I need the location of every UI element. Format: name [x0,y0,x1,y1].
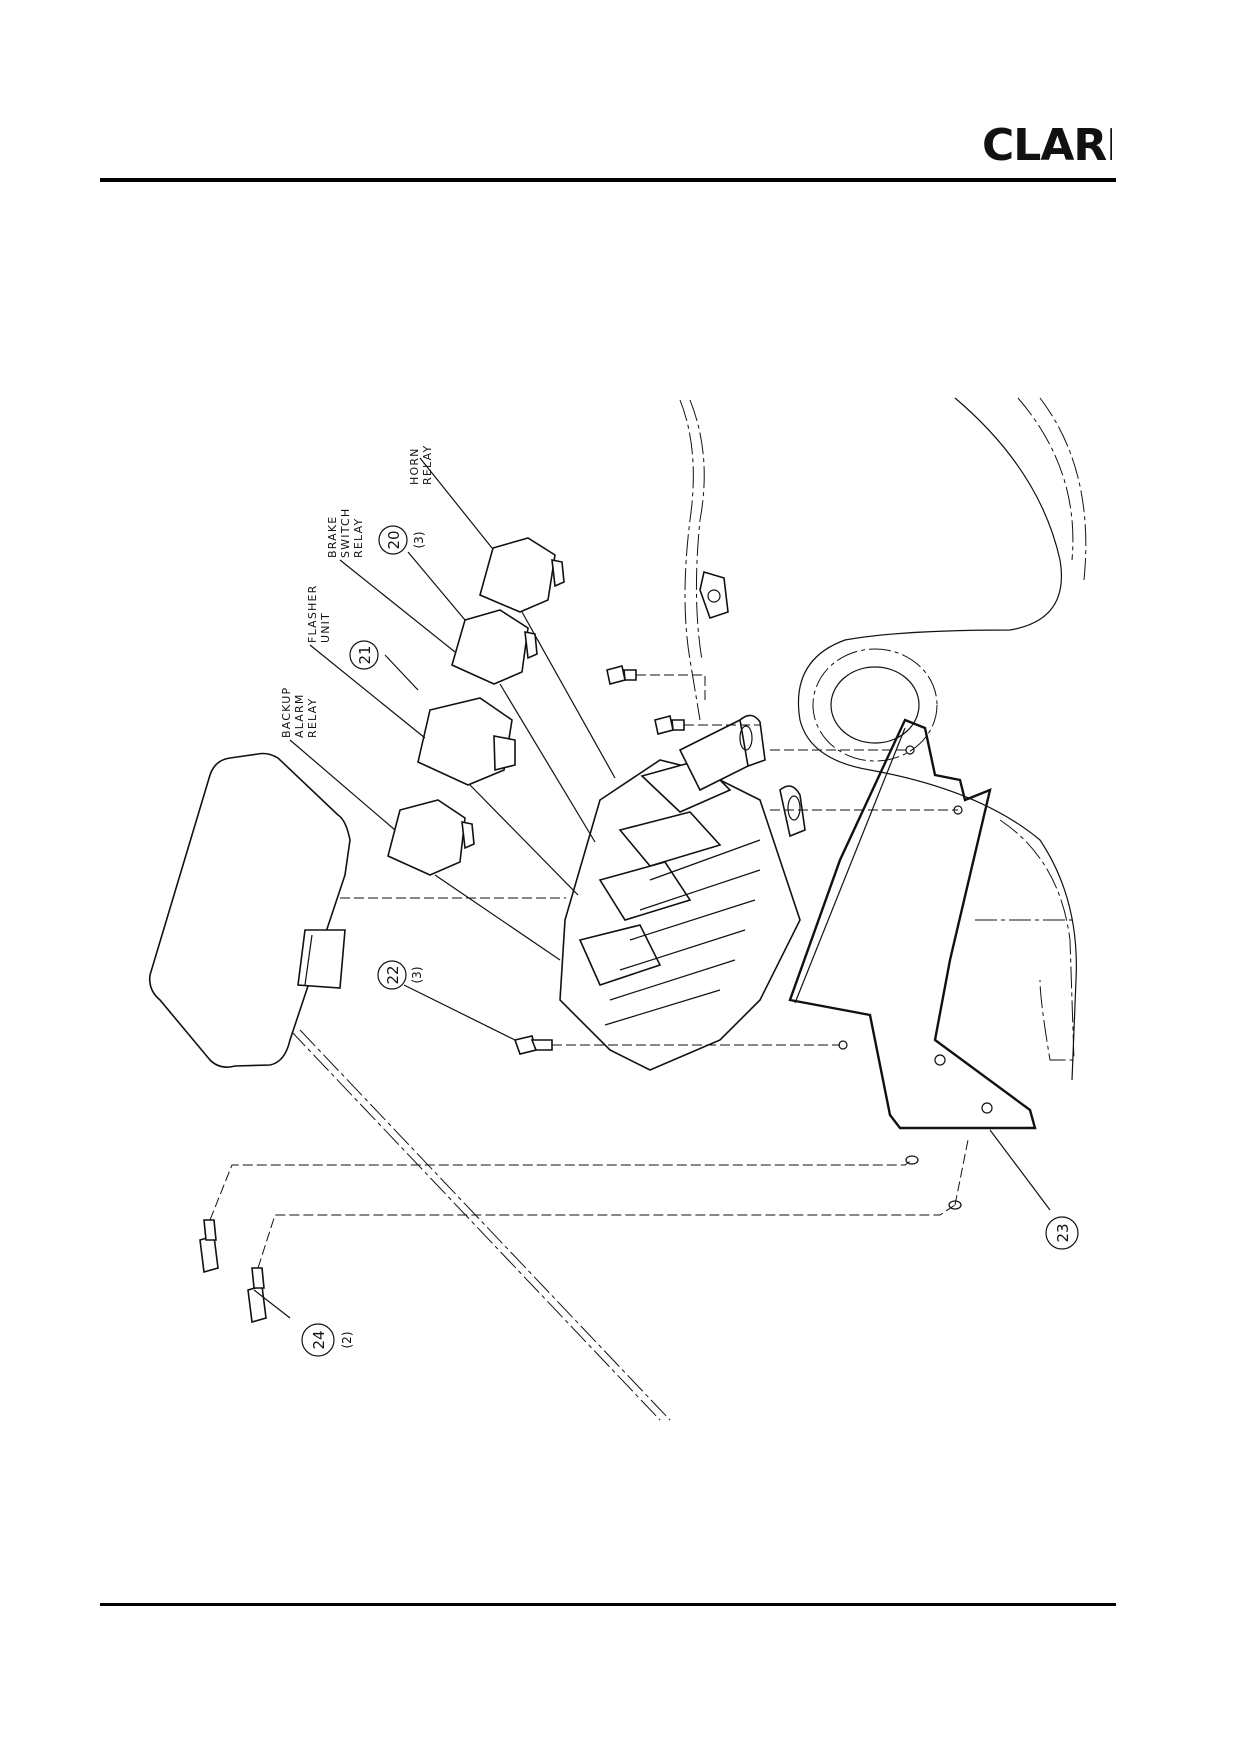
flasher-unit [417,697,516,786]
screw-24-a [199,1219,219,1274]
svg-text:BACKUP: BACKUP [280,687,293,738]
svg-text:FLASHER: FLASHER [306,585,319,643]
label-backup-alarm-relay: BACKUP ALARM RELAY [280,687,319,738]
svg-text:CLARK: CLARK [982,120,1112,168]
svg-text:(3): (3) [412,532,426,549]
leader-lines [253,457,1051,1319]
assembly-lines [209,674,969,1269]
svg-text:ALARM: ALARM [293,693,306,738]
header-rule [100,178,1116,182]
label-horn-relay: HORN RELAY [408,445,434,485]
svg-text:RELAY: RELAY [306,698,319,738]
svg-text:21: 21 [356,645,374,664]
horn-relay [479,537,565,613]
screw-top-a [606,665,637,685]
brake-switch-relay [451,609,538,685]
relay-fuse-block [559,714,806,1071]
backup-alarm-relay [387,799,475,876]
svg-text:(2): (2) [340,1332,354,1349]
footer-rule [100,1603,1116,1606]
screw-24-b [247,1267,267,1324]
callout-21: 21 [349,640,379,670]
svg-text:24: 24 [310,1330,328,1349]
fuse-box-cover [148,752,351,1068]
callout-23: 23 [1045,1216,1079,1250]
mounting-bracket [788,718,1037,1210]
screw-22 [513,1035,553,1055]
screw-top-b [654,715,685,735]
clark-logo: CLARK [982,120,1112,168]
svg-text:RELAY: RELAY [352,518,365,558]
frame-outline [289,397,1087,1421]
svg-text:RELAY: RELAY [421,445,434,485]
svg-text:HORN: HORN [408,447,421,485]
svg-text:UNIT: UNIT [319,612,332,643]
svg-text:SWITCH: SWITCH [339,508,352,558]
callout-22: 22 (3) [377,960,424,990]
callout-24: 24 (2) [301,1323,354,1357]
label-brake-switch-relay: BRAKE SWITCH RELAY [326,508,365,558]
label-flasher-unit: FLASHER UNIT [306,585,332,643]
svg-text:(3): (3) [410,967,424,984]
svg-text:BRAKE: BRAKE [326,516,339,558]
svg-text:20: 20 [385,530,403,549]
svg-text:22: 22 [384,965,402,984]
callout-20: 20 (3) [378,525,426,555]
svg-text:23: 23 [1054,1223,1072,1242]
